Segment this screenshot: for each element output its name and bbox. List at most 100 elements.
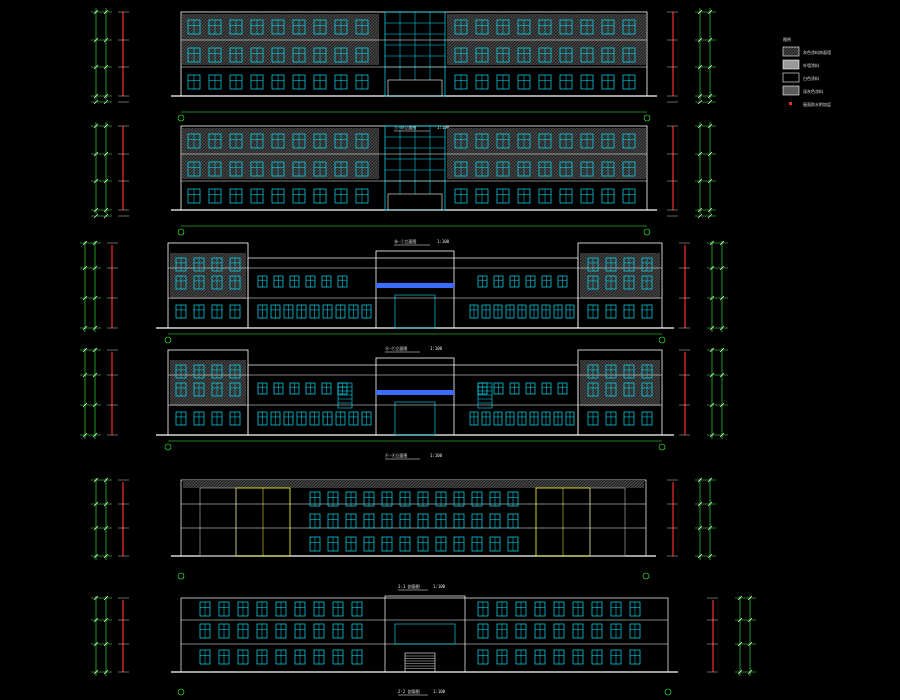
window xyxy=(454,74,468,90)
window xyxy=(605,364,617,379)
window xyxy=(327,536,339,552)
window xyxy=(313,623,325,639)
legend-swatch xyxy=(782,85,800,96)
window xyxy=(471,513,483,529)
window xyxy=(229,19,243,35)
window xyxy=(601,19,615,35)
window xyxy=(345,491,357,507)
dimension-column xyxy=(679,347,728,439)
window xyxy=(257,304,268,319)
window xyxy=(481,304,491,319)
window xyxy=(572,601,584,617)
window xyxy=(559,19,573,35)
window xyxy=(250,19,264,35)
window xyxy=(332,649,344,665)
window xyxy=(454,188,468,204)
window xyxy=(229,411,241,426)
window xyxy=(453,491,465,507)
window xyxy=(327,513,339,529)
window xyxy=(257,275,268,288)
window xyxy=(309,536,321,552)
window xyxy=(489,513,501,529)
window xyxy=(229,161,243,177)
legend-label: 白色涂料 xyxy=(803,75,819,81)
window xyxy=(475,188,489,204)
window xyxy=(475,47,489,63)
window xyxy=(580,74,594,90)
view-title: Ⓕ-Ⓐ立面图 xyxy=(385,452,407,458)
window xyxy=(313,161,327,177)
window xyxy=(208,161,222,177)
window xyxy=(509,275,520,288)
window xyxy=(534,623,546,639)
legend-swatch xyxy=(789,102,792,105)
window xyxy=(175,411,187,426)
window xyxy=(294,649,306,665)
elevation-view-3: Ⓐ-Ⓕ立面图 1:100 xyxy=(80,240,728,353)
window xyxy=(313,188,327,204)
window xyxy=(363,513,375,529)
view-scale: 1:100 xyxy=(433,689,446,694)
view-title: ①-⑩立面图 xyxy=(394,124,416,130)
view-title: Ⓐ-Ⓕ立面图 xyxy=(385,345,407,351)
window xyxy=(587,304,599,319)
window xyxy=(496,74,510,90)
window xyxy=(557,275,568,288)
window xyxy=(229,304,241,319)
window xyxy=(641,382,653,397)
view-scale: 1:100 xyxy=(430,346,443,351)
window xyxy=(538,47,552,63)
window xyxy=(218,649,230,665)
window xyxy=(355,188,369,204)
window xyxy=(229,188,243,204)
window xyxy=(250,188,264,204)
window xyxy=(587,364,599,379)
window xyxy=(193,304,205,319)
window xyxy=(622,47,636,63)
window xyxy=(475,19,489,35)
window xyxy=(553,304,563,319)
window xyxy=(237,601,249,617)
window xyxy=(199,649,211,665)
window xyxy=(469,304,479,319)
window xyxy=(622,133,636,149)
window xyxy=(557,382,568,395)
window xyxy=(229,257,241,272)
window xyxy=(229,382,241,397)
window xyxy=(453,513,465,529)
window xyxy=(538,19,552,35)
window xyxy=(355,74,369,90)
window xyxy=(175,364,187,379)
window xyxy=(623,304,635,319)
window xyxy=(296,411,307,426)
window xyxy=(313,47,327,63)
window xyxy=(271,47,285,63)
window xyxy=(193,364,205,379)
window xyxy=(534,601,546,617)
window xyxy=(237,623,249,639)
window xyxy=(475,74,489,90)
window xyxy=(175,257,187,272)
window xyxy=(517,74,531,90)
window xyxy=(361,304,372,319)
window xyxy=(309,411,320,426)
window xyxy=(355,47,369,63)
window xyxy=(296,304,307,319)
window xyxy=(256,601,268,617)
window xyxy=(623,364,635,379)
window xyxy=(496,188,510,204)
window xyxy=(496,133,510,149)
window xyxy=(580,133,594,149)
window xyxy=(313,601,325,617)
window xyxy=(610,623,622,639)
legend-swatch xyxy=(782,59,800,70)
window xyxy=(559,74,573,90)
window xyxy=(553,601,565,617)
window xyxy=(355,19,369,35)
dimension-column xyxy=(91,477,129,560)
window xyxy=(471,536,483,552)
legend-swatch xyxy=(782,46,800,57)
